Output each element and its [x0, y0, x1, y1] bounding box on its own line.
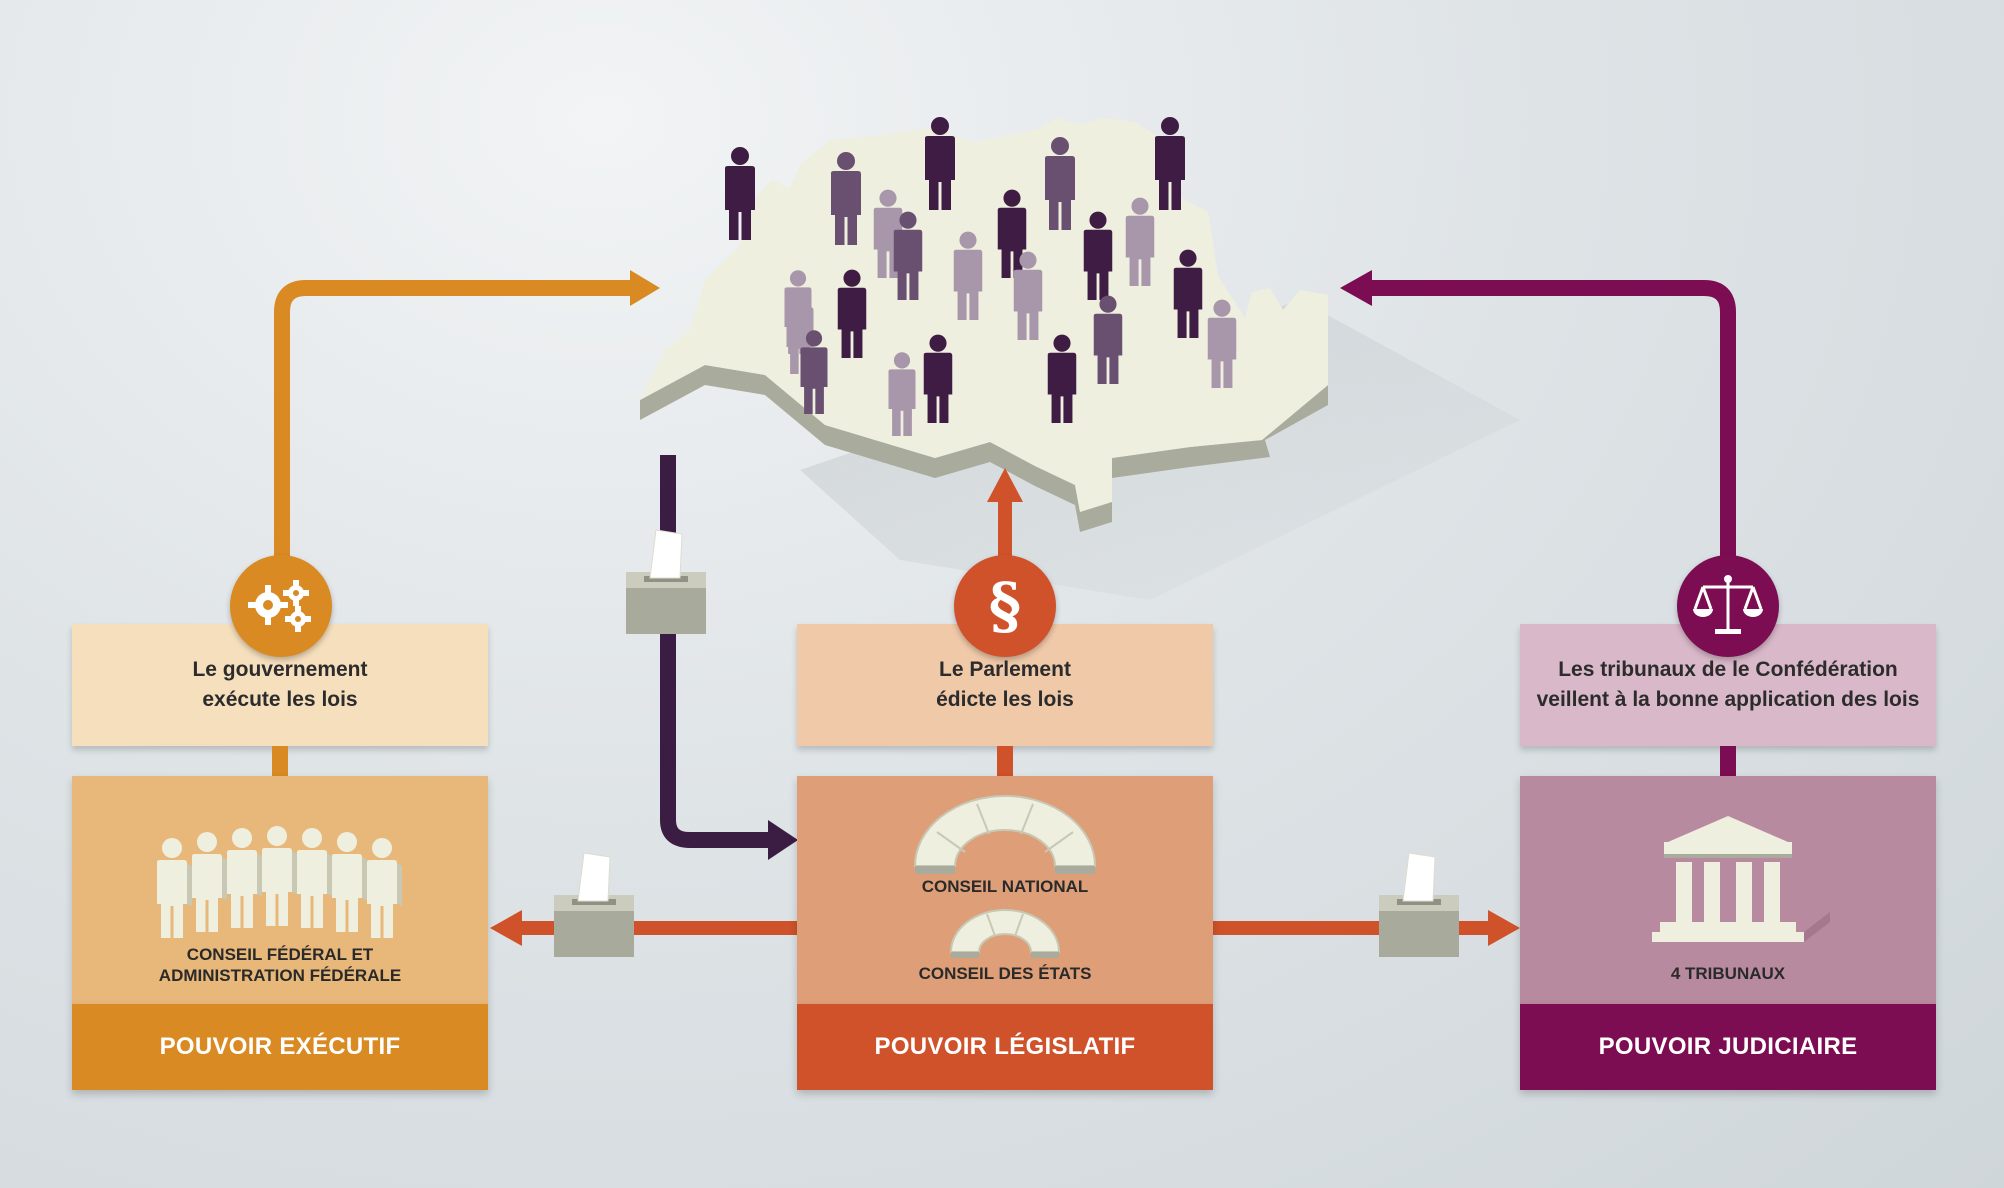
citizens-group	[725, 117, 1237, 436]
judicial-arrow-head	[1340, 270, 1372, 306]
federal-council-people-icon	[157, 826, 402, 938]
citizen-figure	[1047, 334, 1077, 423]
judicial-caption: 4 TRIBUNAUX	[1670, 964, 1786, 983]
switzerland-map-side	[640, 365, 1328, 532]
election-arrow-head	[768, 820, 798, 860]
citizen-figure	[997, 189, 1027, 278]
citizen-figure	[725, 147, 755, 240]
judicial-description: Les tribunaux de le Confédération veille…	[1520, 624, 1936, 746]
legislative-footer: POUVOIR LÉGISLATIF	[797, 1004, 1213, 1090]
citizen-figure	[1093, 295, 1123, 384]
executive-section: Le gouvernement exécute les lois CONSEIL…	[72, 624, 488, 1090]
citizen-figure	[1083, 211, 1113, 300]
council-member-figure	[367, 838, 402, 938]
executive-arrow-head	[630, 270, 660, 306]
executive-caption-line1: CONSEIL FÉDÉRAL ET	[186, 945, 374, 964]
citizen-figure	[800, 330, 828, 414]
executive-desc-line1: Le gouvernement	[192, 658, 368, 681]
ballot-box-judicial	[1379, 852, 1459, 957]
council-member-figure	[192, 832, 227, 932]
citizen-figure	[893, 211, 923, 300]
council-member-figure	[157, 838, 192, 938]
gears-icon	[230, 555, 332, 657]
citizen-figure	[1013, 251, 1043, 340]
judicial-section: Les tribunaux de le Confédération veille…	[1520, 624, 1936, 1090]
paragraph-icon: §	[954, 555, 1056, 657]
citizen-figure	[831, 152, 861, 245]
judicial-footer: POUVOIR JUDICIAIRE	[1520, 1004, 1936, 1090]
scales-icon	[1677, 555, 1779, 657]
council-member-figure	[297, 828, 332, 928]
citizen-figure	[923, 334, 953, 423]
executive-caption: CONSEIL FÉDÉRAL ET ADMINISTRATION FÉDÉRA…	[72, 944, 488, 986]
citizen-figure	[1207, 299, 1237, 388]
national-council-hemicycle-icon	[913, 795, 1097, 874]
executive-arrow	[274, 280, 632, 560]
election-arrow	[660, 455, 770, 848]
legislative-to-judicial-arrow-head	[1488, 910, 1520, 946]
paragraph-glyph: §	[988, 569, 1022, 642]
executive-caption-line2: ADMINISTRATION FÉDÉRALE	[158, 966, 402, 985]
citizen-figure	[925, 117, 955, 210]
citizen-figure	[837, 269, 867, 358]
legislative-section: Le Parlement édicte les lois CONSEIL NAT…	[797, 624, 1213, 1090]
citizen-figure	[1173, 249, 1203, 338]
national-council-caption: CONSEIL NATIONAL	[921, 877, 1089, 896]
citizen-figure	[1155, 117, 1185, 210]
citizen-figure	[1045, 137, 1075, 230]
courthouse-icon	[1652, 816, 1830, 942]
executive-footer: POUVOIR EXÉCUTIF	[72, 1004, 488, 1090]
judicial-stem	[1720, 746, 1736, 776]
citizen-figure	[888, 352, 916, 436]
council-member-figure	[332, 832, 367, 932]
council-of-states-hemicycle-icon	[949, 909, 1061, 958]
legislative-desc-line1: Le Parlement	[939, 658, 1071, 681]
judicial-arrow	[1370, 280, 1736, 560]
legislative-body: CONSEIL NATIONAL CONSEIL DES ÉTATS	[797, 776, 1213, 1004]
council-member-figure	[262, 826, 297, 926]
council-of-states-caption: CONSEIL DES ÉTATS	[918, 964, 1092, 983]
citizen-figure	[1125, 197, 1155, 286]
legislative-to-executive-arrow-head	[490, 910, 522, 946]
ballot-box-election	[626, 529, 706, 634]
executive-stem	[272, 746, 288, 776]
ballot-box-executive	[554, 852, 634, 957]
judicial-body: 4 TRIBUNAUX	[1520, 776, 1936, 1004]
legislative-arrow-head	[987, 468, 1023, 502]
legislative-desc-line2: édicte les lois	[936, 688, 1074, 711]
judicial-desc-line1: Les tribunaux de le Confédération	[1558, 658, 1898, 681]
executive-desc-line2: exécute les lois	[202, 688, 358, 711]
judicial-desc-line2: veillent à la bonne application des lois	[1536, 688, 1920, 711]
citizen-figure	[953, 231, 983, 320]
council-member-figure	[227, 828, 262, 928]
executive-body: CONSEIL FÉDÉRAL ET ADMINISTRATION FÉDÉRA…	[72, 776, 488, 1004]
legislative-stem	[997, 746, 1013, 776]
